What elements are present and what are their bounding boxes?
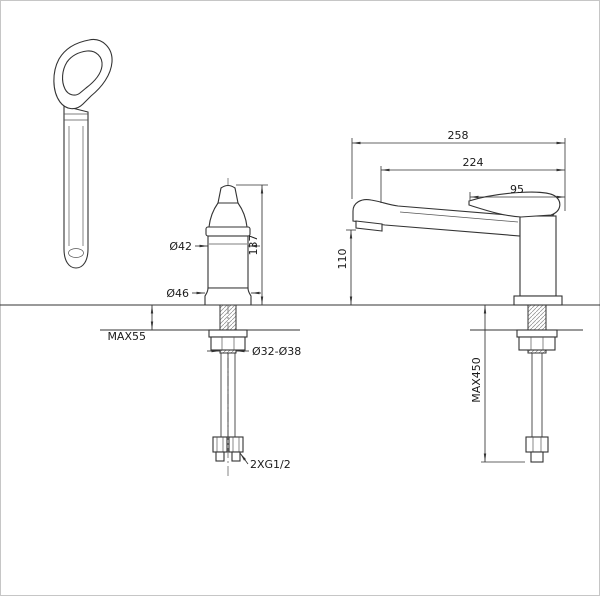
side-view-spout-contour [399, 211, 519, 223]
top-view-handle-loop-hole [62, 50, 103, 96]
dim-handle-length: 95 [470, 183, 565, 199]
dim-total-reach-label: 258 [448, 129, 469, 142]
dim-hose-thread: 2XG1/2 [239, 452, 291, 471]
dim-spout-height: 110 [336, 229, 356, 305]
front-view-handle-tip [217, 184, 239, 204]
dim-handle-length-label: 95 [510, 183, 524, 196]
side-view-body-cylinder [519, 215, 557, 297]
dim-base-diameter: Ø46 [166, 287, 261, 300]
side-view-mounting-nut [518, 336, 556, 351]
dim-height-above-deck: 137 [236, 184, 268, 305]
dim-hose-thread-label: 2XG1/2 [250, 458, 291, 471]
front-view-hose-connector-right [228, 436, 244, 453]
top-view-spout-shaft [63, 105, 89, 269]
front-view: Ø42 137 Ø46 MAX55 Ø32-Ø38 [107, 178, 301, 478]
dim-max-deck-thickness: MAX55 [107, 305, 154, 343]
side-view-aerator [355, 220, 383, 232]
side-view-spout [352, 199, 521, 237]
front-view-nipple-right [231, 451, 241, 462]
side-view-handle-lever [468, 191, 561, 218]
dim-spout-reach: 224 [381, 156, 565, 172]
dim-body-diameter: Ø42 [169, 240, 260, 253]
dim-spout-reach-label: 224 [463, 156, 484, 169]
front-view-mounting-nut [210, 336, 246, 351]
side-view-dimensions: 258 224 95 110 MAX450 [336, 129, 565, 463]
front-view-dimensions: Ø42 137 Ø46 MAX55 Ø32-Ø38 [107, 184, 301, 471]
side-view: 258 224 95 110 MAX450 [336, 129, 566, 463]
dim-max-hose-length: MAX450 [470, 305, 525, 463]
dim-hose-thread-leader [239, 452, 249, 465]
front-view-washer [208, 329, 248, 338]
dim-max-deck-thickness-label: MAX55 [107, 330, 146, 343]
top-view-aerator [68, 248, 84, 258]
dim-spout-height-label: 110 [336, 249, 349, 270]
side-view-washer [516, 329, 558, 338]
front-view-base-flange [204, 287, 252, 306]
side-view-base-flange [513, 295, 563, 306]
dim-total-reach: 258 [352, 129, 565, 145]
dim-hole-diameter: Ø32-Ø38 [207, 345, 301, 358]
side-view-hose-connector [525, 436, 549, 453]
front-view-cap-ring [205, 226, 251, 237]
dim-base-diameter-label: Ø46 [166, 287, 189, 300]
top-view [53, 38, 113, 269]
side-view-nipple [530, 451, 544, 463]
dim-height-label: 137 [247, 235, 260, 256]
dim-body-diameter-label: Ø42 [169, 240, 192, 253]
front-view-handle-base [208, 202, 248, 228]
front-view-hose-connector-left [212, 436, 228, 453]
front-view-nipple-left [215, 451, 225, 462]
dim-max-hose-length-label: MAX450 [470, 357, 483, 403]
front-view-body-cylinder [207, 235, 249, 289]
dim-hole-diameter-label: Ø32-Ø38 [252, 345, 301, 358]
